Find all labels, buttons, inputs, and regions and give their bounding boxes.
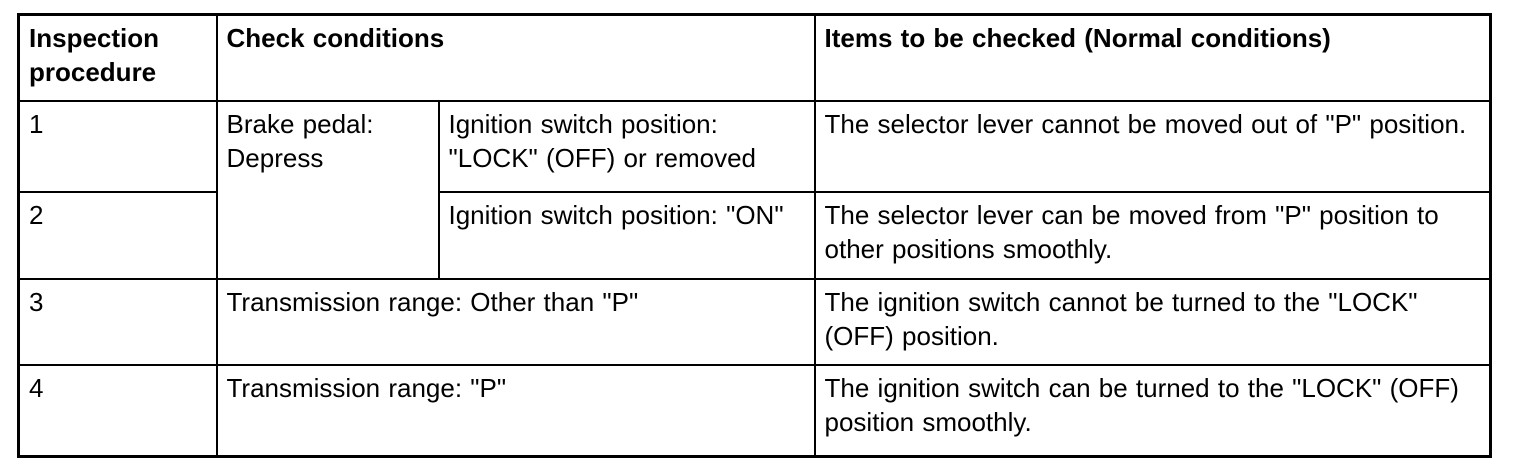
table-row: 3 Transmission range: Other than "P" The…	[17, 277, 1492, 366]
procedure-number-cell: 3	[17, 277, 218, 366]
header-check-conditions: Check conditions	[215, 13, 816, 102]
condition-full-cell: Transmission range: "P"	[215, 363, 816, 458]
inspection-procedure-table: Inspection procedure Check conditions It…	[17, 13, 1493, 458]
table-row: 1 Brake pedal: Depress Ignition switch p…	[17, 99, 1492, 280]
table-header-row: Inspection procedure Check conditions It…	[17, 13, 1492, 102]
condition-sub-cell: Ignition switch position: "ON"	[437, 190, 816, 280]
items-checked-cell: The selector lever can be moved from "P"…	[813, 190, 1492, 280]
condition-main-cell: Brake pedal: Depress	[215, 99, 440, 280]
condition-sub-cell: Ignition switch position: "LOCK" (OFF) o…	[437, 99, 816, 193]
header-inspection-procedure: Inspection procedure	[17, 13, 218, 102]
items-checked-cell: The selector lever cannot be moved out o…	[813, 99, 1492, 193]
condition-full-cell: Transmission range: Other than "P"	[215, 277, 816, 366]
items-checked-cell: The ignition switch can be turned to the…	[813, 363, 1492, 458]
procedure-number-cell: 2	[17, 190, 218, 280]
procedure-number-cell: 4	[17, 363, 218, 458]
procedure-number-cell: 1	[17, 99, 218, 193]
header-items-to-be-checked: Items to be checked (Normal conditions)	[813, 13, 1492, 102]
table-row: 4 Transmission range: "P" The ignition s…	[17, 363, 1492, 458]
table-row: 2 Ignition switch position: "ON" The sel…	[17, 190, 1492, 280]
items-checked-cell: The ignition switch cannot be turned to …	[813, 277, 1492, 366]
